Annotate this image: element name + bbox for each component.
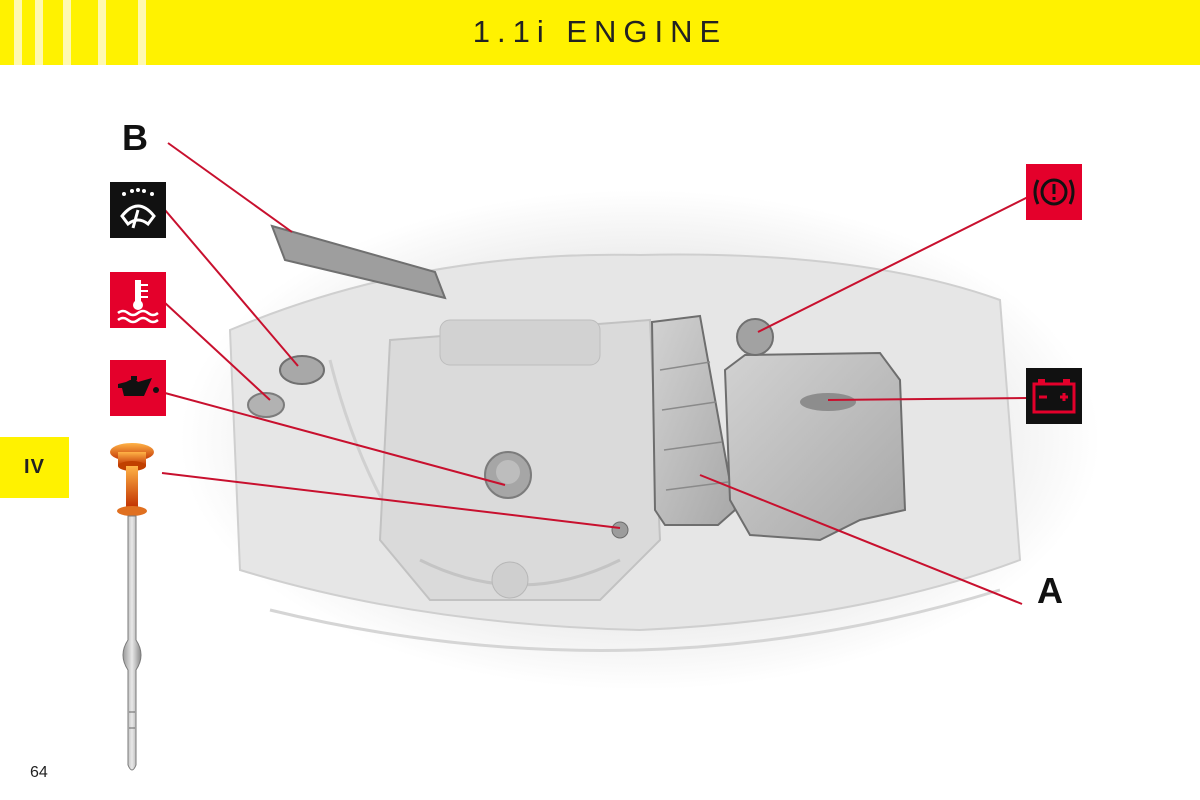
pollen-filter-panel [270,224,447,300]
brake-warning-icon [1026,164,1082,220]
coolant-temperature-icon [110,272,166,328]
chapter-label: IV [24,456,45,478]
chapter-tab: IV [0,437,69,498]
dipstick-handle [611,521,629,539]
callout-b: B [122,117,148,158]
windscreen-washer-icon [110,182,166,238]
oil-can-icon [110,360,166,416]
header-stripe [63,0,71,65]
dipstick-illustration [110,443,154,771]
coolant-reservoir-cap [247,392,285,418]
header-stripe [98,0,106,65]
battery-icon [1026,368,1082,424]
intake-manifold [439,319,601,366]
leader-lines [161,142,1031,605]
header-stripe [35,0,43,65]
page-title: 1.1i ENGINE [472,14,728,49]
battery-cover [723,351,907,542]
page-number: 64 [30,764,48,781]
header-stripe [138,0,146,65]
battery-terminal-cover [800,393,856,411]
washer-reservoir-cap [279,355,325,385]
callout-a: A [1037,570,1063,611]
brake-fluid-reservoir [736,318,774,356]
header-stripe [14,0,22,65]
header-band: 1.1i ENGINE [0,0,1200,65]
